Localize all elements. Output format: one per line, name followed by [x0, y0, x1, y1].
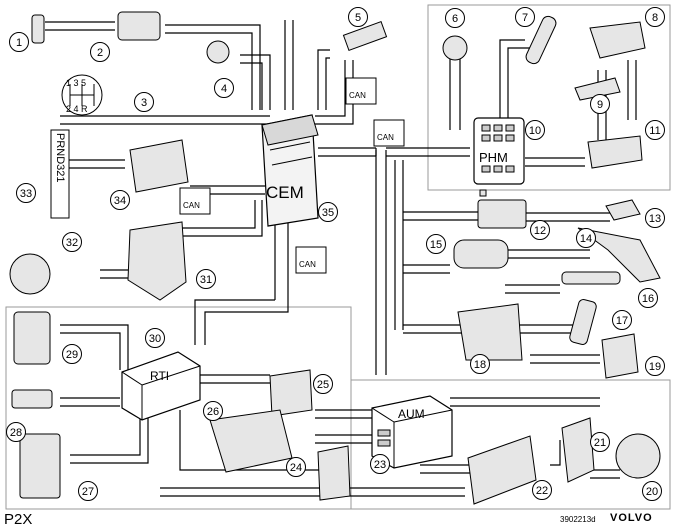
callout-4: 4	[221, 83, 227, 95]
gear-bottom-label: 2 4 R	[66, 104, 88, 114]
callout-15: 15	[430, 239, 442, 251]
callout-24: 24	[290, 462, 302, 474]
rti-label: RTI	[150, 369, 169, 383]
can-label-1: CAN	[349, 91, 366, 100]
callout-9: 9	[597, 99, 603, 111]
callout-5: 5	[355, 12, 361, 24]
gear-pattern	[61, 74, 103, 116]
aum-label: AUM	[398, 407, 425, 421]
callout-25: 25	[317, 379, 329, 391]
cem-label: CEM	[266, 183, 304, 202]
cem-module	[261, 114, 319, 227]
callout-27: 27	[82, 486, 94, 498]
callout-26: 26	[207, 406, 219, 418]
callout-32: 32	[66, 237, 78, 249]
callout-2: 2	[97, 47, 103, 59]
gear-top-label: 1 3 5	[66, 78, 86, 88]
callout-34: 34	[114, 195, 126, 207]
callouts	[6, 7, 665, 501]
callout-17: 17	[616, 315, 628, 327]
callout-21: 21	[594, 437, 606, 449]
callout-23: 23	[374, 459, 386, 471]
callout-33: 33	[20, 188, 32, 200]
callout-16: 16	[642, 293, 654, 305]
component-parts	[9, 11, 661, 505]
phm-module	[473, 117, 525, 185]
selector-strip	[50, 129, 70, 219]
diagram-code-label: P2X	[4, 511, 33, 528]
bus-lines	[45, 20, 637, 497]
callout-30: 30	[149, 333, 161, 345]
callout-3: 3	[141, 97, 147, 109]
callout-6: 6	[452, 13, 458, 25]
callout-35: 35	[322, 207, 334, 219]
callout-29: 29	[66, 349, 78, 361]
aum-module	[371, 395, 453, 469]
callout-numbers: 1 2 3 4 5 6 7 8 9 10 11 12 13 14 15 16 1…	[10, 12, 661, 498]
callout-11: 11	[649, 125, 660, 137]
callout-7: 7	[522, 12, 528, 24]
callout-19: 19	[649, 361, 661, 373]
can-label-4: CAN	[299, 260, 316, 269]
group-frame-top-right	[427, 4, 671, 191]
callout-28: 28	[10, 427, 22, 439]
selector-letters: PRND321	[54, 133, 66, 183]
can-label-2: CAN	[377, 133, 394, 142]
callout-1: 1	[16, 37, 22, 49]
brand-logo: VOLVO	[610, 512, 653, 524]
callout-12: 12	[534, 225, 546, 237]
callout-31: 31	[200, 274, 212, 286]
callout-20: 20	[646, 486, 658, 498]
can-label-3: CAN	[183, 201, 200, 210]
callout-14: 14	[580, 233, 592, 245]
phm-label: PHM	[479, 150, 508, 165]
callout-18: 18	[474, 359, 486, 371]
callout-8: 8	[652, 12, 658, 24]
callout-22: 22	[536, 485, 548, 497]
group-frame-bottom-right	[350, 379, 671, 510]
rti-module	[121, 351, 201, 421]
callout-10: 10	[529, 125, 541, 137]
figure-number: 3902213d	[560, 515, 596, 524]
can-badges	[179, 77, 405, 274]
callout-13: 13	[649, 213, 661, 225]
